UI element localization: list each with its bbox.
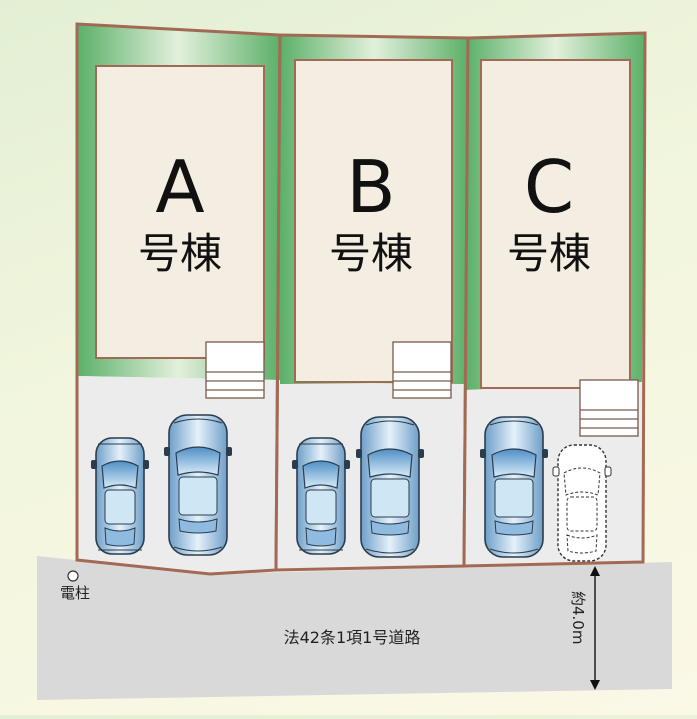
- utility-pole-label: 電柱: [60, 584, 90, 602]
- lot-a-boundary: [75, 22, 282, 576]
- lot-a-label: 号棟: [138, 229, 222, 278]
- lot-c-car-sedan: [479, 416, 549, 558]
- lot-a-car-compact: [90, 437, 150, 555]
- lot-b-letter: B: [346, 145, 395, 229]
- lot-b-car-compact: [291, 437, 351, 555]
- lot-a-entrance-steps: [205, 341, 265, 399]
- lot-a-car-sedan: [163, 414, 233, 556]
- road-width-label: 約4.0m: [569, 591, 587, 644]
- lot-c-entrance-steps: [579, 379, 639, 437]
- road-width-dimension: 約4.0m: [569, 566, 600, 690]
- road: [37, 556, 672, 700]
- road-name: 法42条1項1号道路: [284, 628, 421, 647]
- lot-c-label: 号棟: [507, 229, 591, 278]
- dimension-arrow-down-icon: [590, 680, 600, 690]
- lot-a-letter: A: [155, 145, 204, 229]
- lot-c-letter: C: [524, 145, 574, 229]
- lot-c-car-optional-outline: [552, 444, 612, 562]
- lot-c-building: [480, 59, 631, 389]
- lot-b: B 号棟: [274, 33, 470, 572]
- lot-b-entrance-steps: [392, 341, 452, 399]
- lot-c-boundary: [462, 31, 647, 568]
- lot-a-building: [95, 65, 265, 359]
- lot-c: C 号棟: [462, 31, 647, 568]
- utility-pole-icon: [67, 570, 79, 582]
- lot-b-car-sedan: [355, 416, 425, 558]
- lot-a: A 号棟: [75, 22, 282, 576]
- lot-b-building: [294, 59, 453, 383]
- dimension-arrow-up-icon: [590, 566, 600, 576]
- lot-b-label: 号棟: [329, 229, 413, 278]
